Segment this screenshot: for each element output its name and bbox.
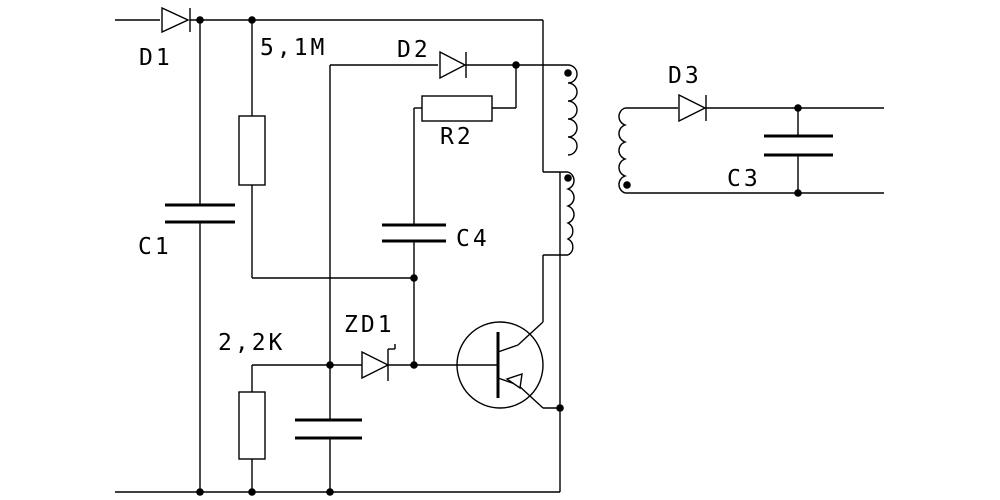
junction-dots xyxy=(196,16,802,496)
diode-d1 xyxy=(161,6,191,34)
transformer-t1 xyxy=(565,64,628,256)
capacitor-c1 xyxy=(165,203,235,224)
label-c3: C3 xyxy=(727,166,761,192)
label-d2: D2 xyxy=(397,37,431,63)
label-r1: 5,1M xyxy=(260,35,327,61)
diode-d2 xyxy=(439,50,467,80)
capacitor-c5 xyxy=(295,418,362,440)
zener-zd1 xyxy=(361,344,396,381)
label-c1: C1 xyxy=(138,234,172,260)
resistor-r3 xyxy=(238,391,266,460)
capacitor-c3 xyxy=(764,134,833,157)
resistor-r1 xyxy=(238,115,266,186)
resistor-r2 xyxy=(421,95,493,122)
label-r2: R2 xyxy=(440,124,474,150)
label-c4: C4 xyxy=(456,226,490,252)
label-d3: D3 xyxy=(668,63,702,89)
transistor-q1 xyxy=(456,321,544,409)
diode-d3 xyxy=(678,93,707,123)
label-r3: 2,2K xyxy=(218,330,285,356)
label-d1: D1 xyxy=(139,45,173,71)
wires xyxy=(115,19,884,493)
capacitor-c4 xyxy=(382,223,446,243)
label-zd1: ZD1 xyxy=(344,312,395,338)
